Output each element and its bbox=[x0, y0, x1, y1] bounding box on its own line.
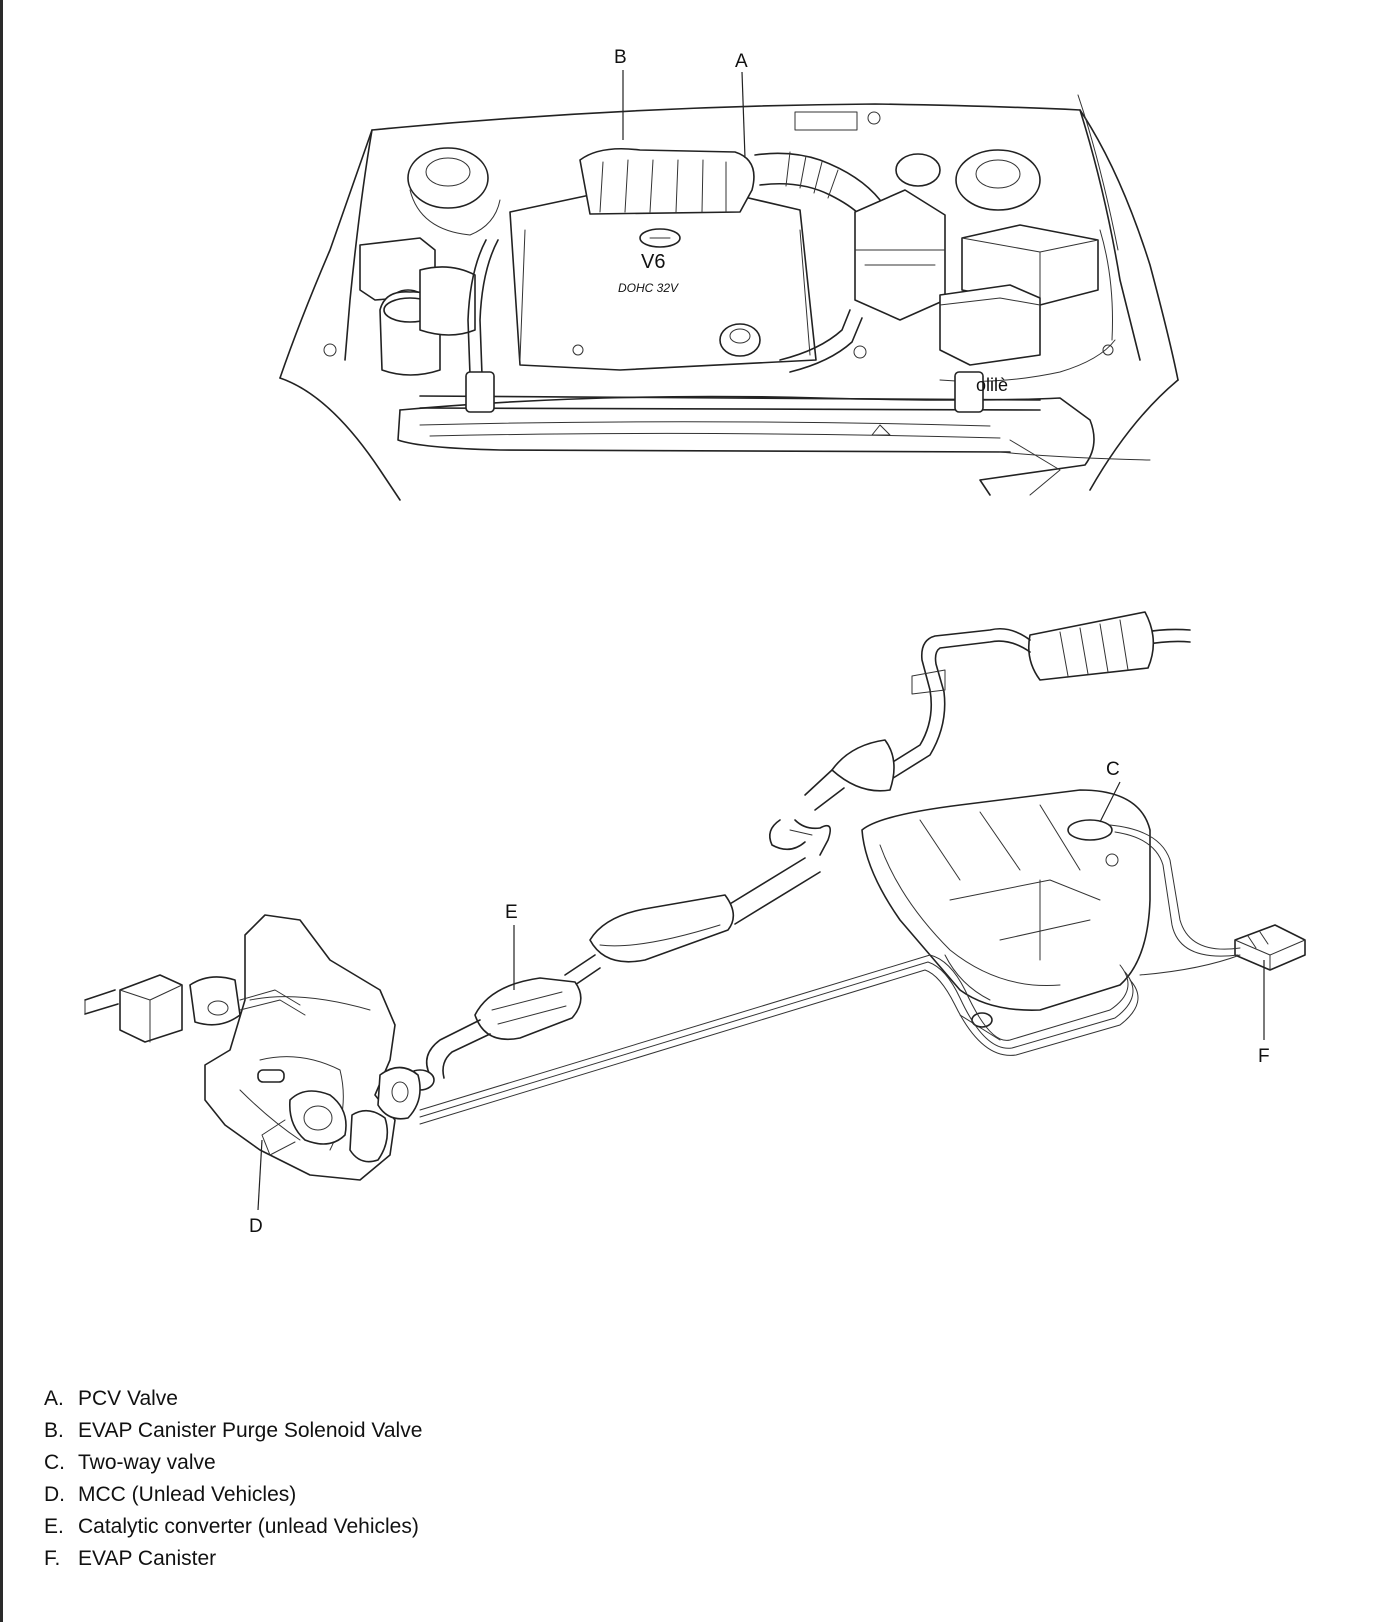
callout-c-label: C bbox=[1106, 759, 1120, 780]
engine-bay-illustration: V6 DOHC 32V bbox=[279, 94, 1179, 501]
callout-e-label: E bbox=[505, 902, 518, 923]
legend-letter: B. bbox=[44, 1419, 64, 1442]
legend-letter: F. bbox=[44, 1547, 61, 1570]
component-legend: A. PCV Valve B. EVAP Canister Purge Soleno… bbox=[44, 1383, 422, 1575]
legend-text: PCV Valve bbox=[78, 1387, 178, 1410]
legend-letter: A. bbox=[44, 1387, 64, 1410]
callout-a-leader bbox=[741, 71, 746, 159]
exhaust-and-fuel-system-illustration bbox=[84, 611, 1306, 1181]
legend-item-a: A. PCV Valve bbox=[44, 1383, 422, 1415]
legend-letter: D. bbox=[44, 1483, 65, 1506]
legend-text: EVAP Canister Purge Solenoid Valve bbox=[78, 1419, 423, 1442]
callout-a-label: A bbox=[735, 51, 748, 72]
legend-text: Catalytic converter (unlead Vehicles) bbox=[78, 1515, 419, 1538]
legend-item-e: E. Catalytic converter (unlead Vehicles) bbox=[44, 1511, 422, 1543]
callout-b-label: B bbox=[614, 47, 627, 68]
legend-text: EVAP Canister bbox=[78, 1547, 217, 1570]
callout-f-label: F bbox=[1258, 1046, 1270, 1067]
page-border bbox=[0, 0, 3, 1622]
legend-item-d: D. MCC (Unlead Vehicles) bbox=[44, 1479, 422, 1511]
engine-cover-text-dohc: DOHC 32V bbox=[618, 281, 679, 295]
legend-text: MCC (Unlead Vehicles) bbox=[78, 1483, 297, 1506]
engine-bay-marking-text: olilè bbox=[976, 375, 1008, 395]
legend-item-f: F. EVAP Canister bbox=[44, 1543, 422, 1575]
engine-cover-text-v6: V6 bbox=[641, 251, 665, 273]
legend-item-b: B. EVAP Canister Purge Solenoid Valve bbox=[44, 1415, 422, 1447]
callout-d-leader bbox=[257, 1139, 263, 1211]
callout-c-leader bbox=[1099, 781, 1121, 823]
legend-letter: C. bbox=[44, 1451, 65, 1474]
legend-text: Two-way valve bbox=[78, 1451, 216, 1474]
legend-item-c: C. Two-way valve bbox=[44, 1447, 422, 1479]
legend-letter: E. bbox=[44, 1515, 64, 1538]
callout-d-label: D bbox=[249, 1216, 263, 1237]
